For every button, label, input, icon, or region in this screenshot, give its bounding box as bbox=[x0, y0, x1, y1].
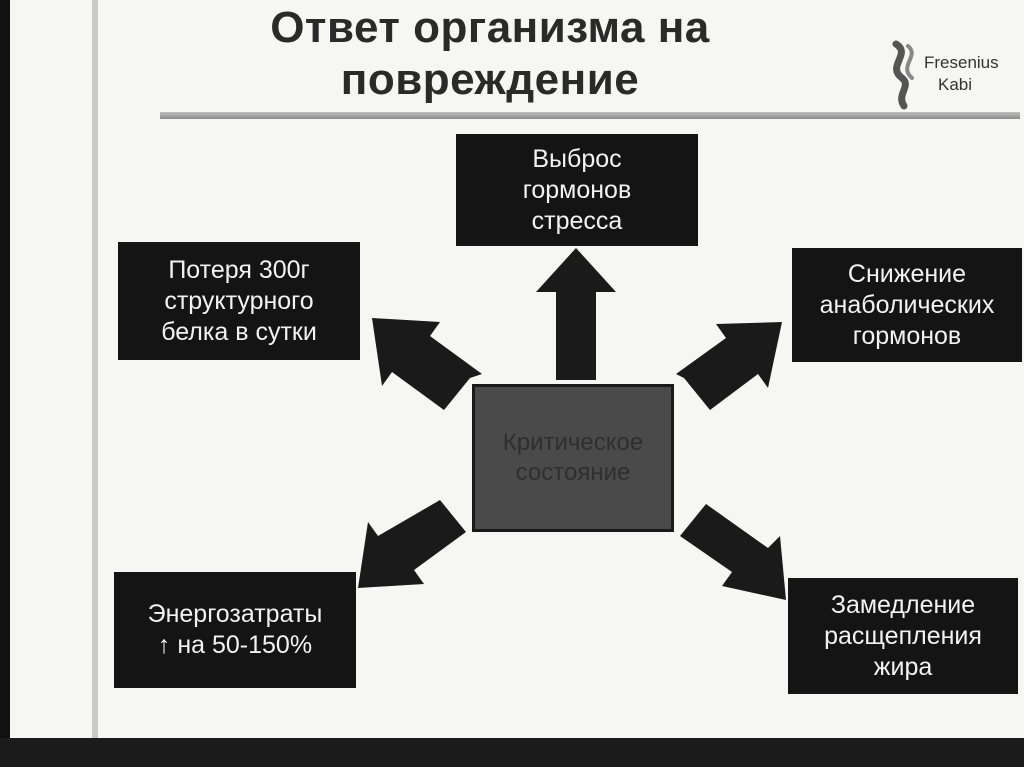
box-stress-hormones-label: Выброс гормонов стресса bbox=[522, 144, 632, 235]
arrow-up-right bbox=[676, 322, 782, 410]
box-energy-expenditure: Энергозатраты ↑ на 50-150% bbox=[114, 572, 356, 688]
left-border bbox=[0, 0, 10, 767]
center-critical-state-label: Критическое состояние bbox=[502, 429, 644, 486]
fresenius-mark-icon bbox=[892, 40, 914, 110]
box-energy-expenditure-label: Энергозатраты ↑ на 50-150% bbox=[147, 600, 323, 659]
box-fat-breakdown-label: Замедление расщепления жира bbox=[824, 590, 982, 681]
fresenius-logo: Fresenius Kabi bbox=[882, 40, 1022, 110]
box-protein-loss: Потеря 300г структурного белка в сутки bbox=[118, 242, 360, 360]
arrow-up-left bbox=[372, 318, 482, 410]
page-title: Ответ организма на повреждение bbox=[270, 3, 710, 104]
logo-line-2: Kabi bbox=[938, 75, 973, 94]
arrow-down-left bbox=[358, 500, 466, 588]
center-critical-state: Критическое состояние bbox=[472, 384, 674, 532]
arrow-down-right bbox=[680, 504, 786, 600]
box-fat-breakdown: Замедление расщепления жира bbox=[788, 578, 1018, 694]
logo-text: Fresenius Kabi bbox=[924, 52, 999, 96]
box-anabolic-hormones: Снижение анаболических гормонов bbox=[792, 248, 1022, 362]
box-protein-loss-label: Потеря 300г структурного белка в сутки bbox=[161, 255, 317, 346]
title-divider bbox=[160, 112, 1020, 119]
bottom-band bbox=[0, 738, 1024, 767]
logo-line-1: Fresenius bbox=[924, 53, 999, 72]
box-anabolic-hormones-label: Снижение анаболических гормонов bbox=[819, 259, 995, 350]
left-rule bbox=[92, 0, 98, 740]
arrow-up bbox=[536, 248, 616, 380]
box-stress-hormones: Выброс гормонов стресса bbox=[456, 134, 698, 246]
